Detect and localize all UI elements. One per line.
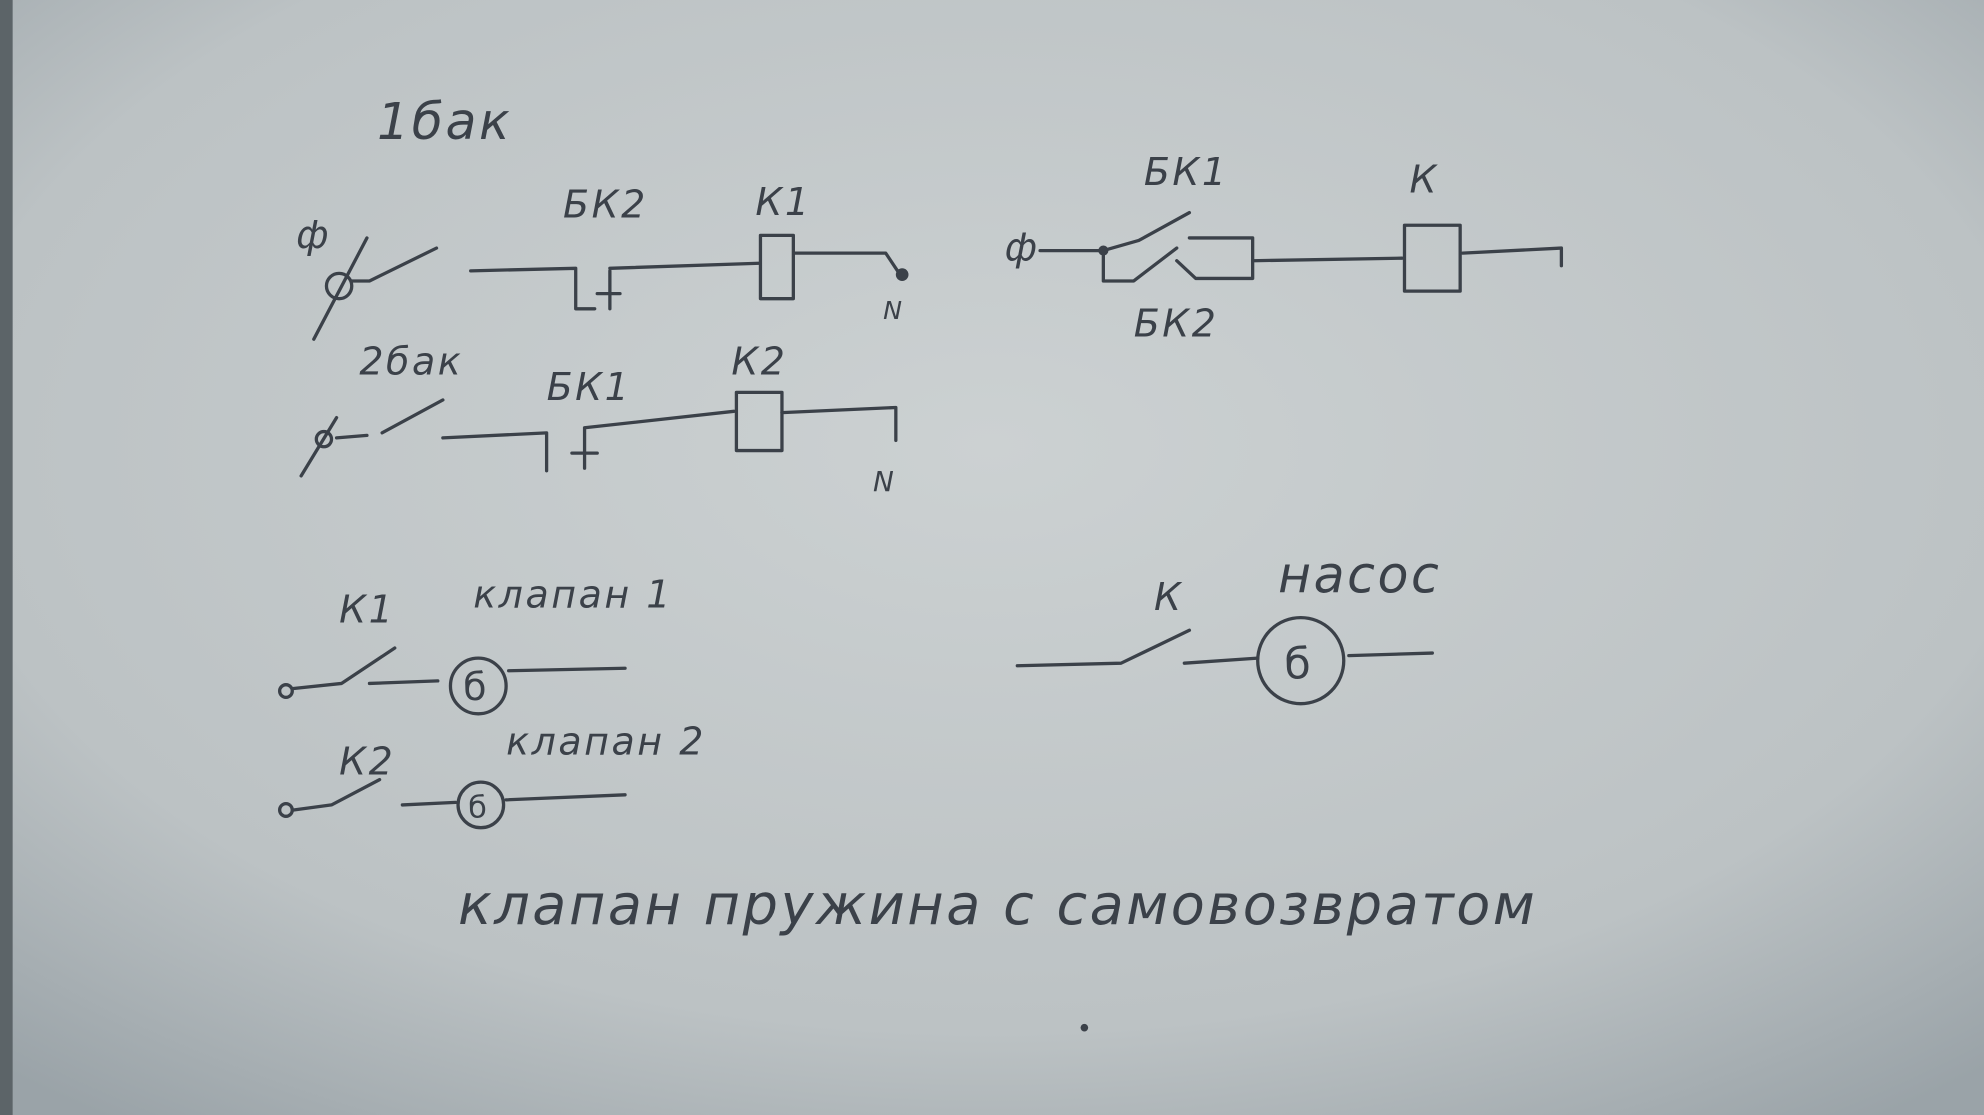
bk1-label: БК1: [1144, 150, 1229, 194]
k2-coil: [734, 390, 784, 453]
terminal: [277, 683, 294, 699]
wire: [780, 405, 898, 443]
pump-label: насос: [1278, 545, 1441, 604]
paper-left-edge: [0, 0, 13, 1115]
phase-label: ф: [1005, 226, 1040, 270]
k2-contact-label: К2: [339, 740, 395, 784]
neutral-dot: [895, 268, 909, 281]
valve1-symbol-letter: б: [463, 665, 489, 709]
valve1-circuit: К1 клапан 1 б: [277, 572, 673, 716]
neutral-label: N: [873, 465, 896, 498]
k-contact-label: К: [1154, 575, 1183, 619]
pump-symbol-letter: б: [1284, 639, 1313, 689]
k1-contact-label: К1: [339, 588, 395, 632]
tank1-circuit: 1бак ф БК2 К1 N: [296, 92, 909, 341]
k-label: К: [1410, 157, 1439, 201]
k1-label: К1: [755, 180, 811, 224]
bk1-label: БК1: [547, 365, 632, 409]
switch-and-bk1-contact: [299, 398, 736, 478]
neutral-label: N: [883, 296, 904, 325]
phase-terminal: [314, 429, 334, 449]
phase-label: ф: [296, 213, 331, 257]
bk2-label: БК2: [563, 183, 648, 227]
wire: [792, 251, 903, 278]
k-coil: [1402, 223, 1462, 293]
wire: [1461, 246, 1564, 268]
k1-coil: [758, 233, 795, 301]
phase-terminal: [324, 271, 354, 301]
pump-circuit: К насос б: [1015, 545, 1441, 706]
k1-contact: [291, 646, 627, 691]
pump-control-circuit: БК1 К ф БК2: [1005, 150, 1564, 346]
k2-contact: [291, 777, 627, 812]
valve2-symbol: [456, 780, 506, 830]
tank2-title: 2бак: [359, 340, 463, 384]
note-text: клапан пружина с самовозвратом: [458, 873, 1537, 938]
valve1-symbol: [448, 656, 508, 716]
pump-symbol: [1256, 615, 1346, 706]
k-contact: [1015, 628, 1434, 668]
switch-and-bk2-contact: [312, 236, 761, 341]
tank2-circuit: 2бак БК1 К2 N: [299, 340, 898, 498]
junction-dot: [1098, 245, 1109, 256]
k2-label: К2: [731, 340, 787, 384]
ink-dot: [1080, 1023, 1089, 1032]
valve2-symbol-letter: б: [468, 791, 489, 826]
bk2-label: БК2: [1134, 302, 1219, 346]
valve2-label: клапан 2: [506, 719, 706, 763]
bk1-bk2-parallel-contacts: [1038, 210, 1404, 283]
valve2-circuit: К2 клапан 2 б: [277, 719, 706, 830]
tank1-title: 1бак: [377, 92, 512, 151]
valve1-label: клапан 1: [473, 572, 673, 616]
